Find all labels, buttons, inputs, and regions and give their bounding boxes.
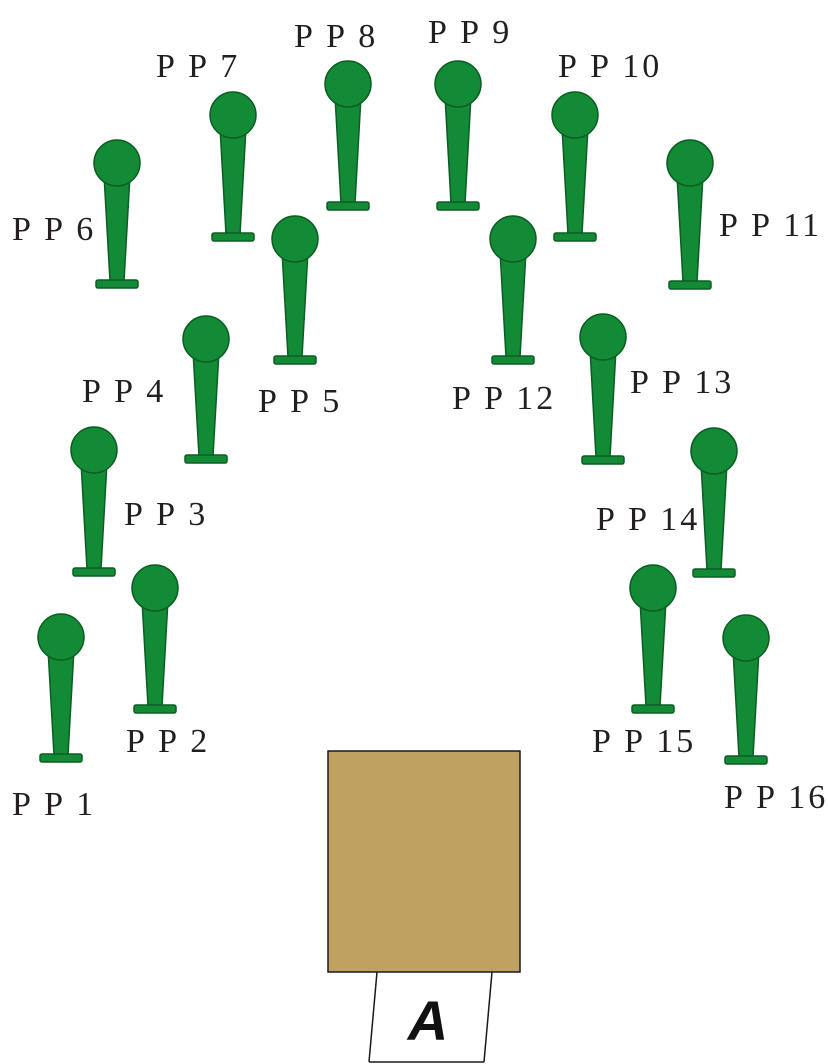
pin-head bbox=[722, 614, 770, 662]
pins-layer bbox=[37, 60, 770, 765]
pin-stem bbox=[589, 348, 617, 458]
pin-1 bbox=[37, 613, 85, 763]
pin-7 bbox=[209, 91, 257, 242]
pin-head bbox=[489, 215, 537, 263]
pin-2 bbox=[131, 564, 179, 714]
pin-base bbox=[692, 568, 736, 578]
pin-13 bbox=[579, 313, 627, 465]
pin-stem bbox=[700, 462, 728, 571]
pin-stem bbox=[281, 250, 309, 358]
pin-9 bbox=[434, 60, 482, 211]
box-layer: A bbox=[327, 750, 521, 1063]
pin-label-11: P P 11 bbox=[719, 207, 822, 244]
pin-base bbox=[581, 455, 625, 465]
pin-base bbox=[724, 755, 768, 765]
pin-label-4: P P 4 bbox=[82, 373, 166, 410]
pin-8 bbox=[324, 60, 372, 211]
pin-5 bbox=[271, 215, 319, 365]
pin-head bbox=[666, 139, 714, 187]
pin-stem bbox=[334, 95, 362, 204]
pin-head bbox=[579, 313, 627, 361]
pin-stem bbox=[676, 174, 704, 283]
pin-stem bbox=[103, 174, 131, 282]
pin-stem bbox=[499, 250, 527, 358]
pin-stem bbox=[444, 95, 472, 204]
pin-stem bbox=[732, 649, 760, 758]
pin-base bbox=[133, 704, 177, 714]
pin-label-10: P P 10 bbox=[558, 48, 662, 85]
pin-label-15: P P 15 bbox=[592, 723, 696, 760]
pin-head bbox=[551, 91, 599, 139]
pin-base bbox=[668, 280, 712, 290]
pin-base bbox=[211, 232, 255, 242]
pin-base bbox=[39, 753, 83, 763]
pin-stem bbox=[141, 599, 169, 707]
pin-stem bbox=[561, 126, 589, 235]
pin-head bbox=[434, 60, 482, 108]
pin-base bbox=[95, 279, 139, 289]
box-label: A bbox=[406, 989, 448, 1052]
pin-label-9: P P 9 bbox=[428, 14, 512, 51]
pin-4 bbox=[182, 315, 230, 464]
pin-label-6: P P 6 bbox=[12, 211, 96, 248]
pin-stem bbox=[80, 461, 108, 570]
pin-head bbox=[324, 60, 372, 108]
pin-label-14: P P 14 bbox=[596, 501, 700, 538]
pin-base bbox=[436, 201, 480, 211]
pin-stem bbox=[192, 350, 220, 457]
pin-stem bbox=[47, 648, 75, 756]
pin-11 bbox=[666, 139, 714, 290]
pin-15 bbox=[629, 564, 677, 714]
pin-base bbox=[184, 454, 228, 464]
pin-14 bbox=[690, 427, 738, 578]
pin-base bbox=[553, 232, 597, 242]
pin-label-1: P P 1 bbox=[12, 786, 96, 823]
pin-stem bbox=[219, 126, 247, 235]
pin-label-5: P P 5 bbox=[258, 383, 342, 420]
pin-head bbox=[629, 564, 677, 612]
pin-base bbox=[491, 355, 535, 365]
pin-label-7: P P 7 bbox=[156, 48, 240, 85]
pin-label-8: P P 8 bbox=[294, 18, 378, 55]
labels-layer: P P 1 P P 2 P P 3 P P 4 P P 5 P P 6 P P 7 P P 8… bbox=[12, 14, 828, 823]
pin-head bbox=[182, 315, 230, 363]
pin-stem bbox=[639, 599, 667, 707]
pin-head bbox=[690, 427, 738, 475]
pin-label-2: P P 2 bbox=[126, 723, 210, 760]
target-box bbox=[327, 750, 521, 973]
pin-base bbox=[273, 355, 317, 365]
pin-16 bbox=[722, 614, 770, 765]
pin-label-12: P P 12 bbox=[452, 380, 556, 417]
pin-head bbox=[271, 215, 319, 263]
pin-label-13: P P 13 bbox=[630, 364, 734, 401]
pin-base bbox=[326, 201, 370, 211]
pin-12 bbox=[489, 215, 537, 365]
pin-label-16: P P 16 bbox=[724, 779, 828, 816]
pin-head bbox=[93, 139, 141, 187]
pin-6 bbox=[93, 139, 141, 289]
pin-head bbox=[70, 426, 118, 474]
pin-3 bbox=[70, 426, 118, 577]
pin-base bbox=[631, 704, 675, 714]
pin-head bbox=[131, 564, 179, 612]
pin-10 bbox=[551, 91, 599, 242]
box-tab bbox=[368, 971, 493, 1063]
pin-head bbox=[209, 91, 257, 139]
pin-base bbox=[72, 567, 116, 577]
pin-label-3: P P 3 bbox=[124, 496, 208, 533]
pin-head bbox=[37, 613, 85, 661]
